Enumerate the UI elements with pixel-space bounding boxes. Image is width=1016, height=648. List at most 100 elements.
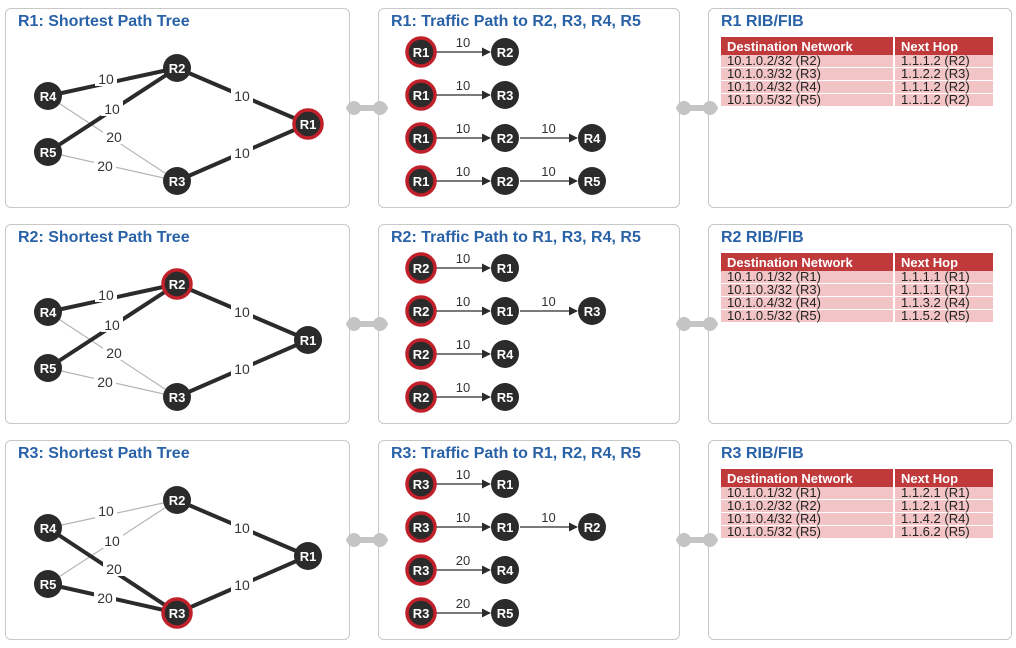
- svg-text:R2: R2: [413, 304, 430, 319]
- svg-text:R4: R4: [497, 347, 514, 362]
- router-node-r4: R4: [34, 82, 62, 110]
- destination-cell: 10.1.0.2/32 (R2): [721, 54, 895, 68]
- path-node-r3: R3: [405, 468, 437, 500]
- svg-text:R5: R5: [40, 145, 57, 160]
- path-node-r2: R2: [405, 252, 437, 284]
- traffic-path-title: R2: Traffic Path to R1, R3, R4, R5: [391, 229, 641, 246]
- svg-text:R4: R4: [497, 563, 514, 578]
- rib-fib-title: R2 RIB/FIB: [721, 229, 804, 246]
- table-row: 10.1.0.2/32 (R2)1.1.1.2 (R2): [721, 54, 993, 68]
- edge-weight-label: 20: [97, 590, 113, 606]
- next-hop-cell: 1.1.1.2 (R2): [895, 93, 993, 107]
- rib-fib-title: R1 RIB/FIB: [721, 13, 804, 30]
- svg-text:R2: R2: [497, 45, 514, 60]
- path-node-r2: R2: [405, 381, 437, 413]
- path-node-r3: R3: [405, 511, 437, 543]
- path-node-r1: R1: [405, 36, 437, 68]
- connector-paths-to-rib: [676, 101, 718, 115]
- edge-weight-label: 10: [234, 577, 250, 593]
- path-node-r1: R1: [491, 470, 519, 498]
- destination-cell: 10.1.0.1/32 (R1): [721, 270, 895, 284]
- next-hop-header: Next Hop: [895, 37, 993, 55]
- path-node-r3: R3: [491, 81, 519, 109]
- svg-text:R3: R3: [413, 606, 430, 621]
- edge-weight-label: 10: [234, 88, 250, 104]
- path-node-r1: R1: [491, 254, 519, 282]
- path-node-r5: R5: [491, 599, 519, 627]
- svg-text:R5: R5: [40, 361, 57, 376]
- svg-text:R5: R5: [40, 577, 57, 592]
- path-cost-label: 20: [456, 596, 470, 611]
- path-node-r3: R3: [405, 554, 437, 586]
- router-node-r3: R3: [163, 167, 191, 195]
- svg-text:R1: R1: [413, 88, 430, 103]
- path-node-r4: R4: [491, 340, 519, 368]
- next-hop-cell: 1.1.1.1 (R1): [895, 270, 993, 284]
- svg-text:R1: R1: [497, 477, 514, 492]
- router-node-r2: R2: [163, 486, 191, 514]
- destination-cell: 10.1.0.2/32 (R2): [721, 499, 895, 513]
- path-node-r1: R1: [405, 165, 437, 197]
- traffic-path-title: R3: Traffic Path to R1, R2, R4, R5: [391, 445, 641, 462]
- path-cost-label: 10: [541, 510, 555, 525]
- svg-text:R2: R2: [497, 131, 514, 146]
- table-row: 10.1.0.1/32 (R1)1.1.2.1 (R1): [721, 486, 993, 500]
- next-hop-cell: 1.1.2.2 (R3): [895, 67, 993, 81]
- router-node-r5: R5: [34, 354, 62, 382]
- svg-text:R4: R4: [40, 305, 57, 320]
- table-row: 10.1.0.3/32 (R3)1.1.1.1 (R1): [721, 283, 993, 297]
- svg-text:R5: R5: [497, 390, 514, 405]
- path-cost-label: 10: [456, 121, 470, 136]
- edge-weight-label: 20: [97, 374, 113, 390]
- traffic-path-title: R1: Traffic Path to R2, R3, R4, R5: [391, 13, 641, 30]
- router-node-r3: R3: [163, 383, 191, 411]
- next-hop-cell: 1.1.4.2 (R4): [895, 512, 993, 526]
- path-node-r3: R3: [578, 297, 606, 325]
- path-cost-label: 10: [456, 380, 470, 395]
- svg-text:R3: R3: [497, 88, 514, 103]
- path-cost-label: 10: [456, 467, 470, 482]
- destination-cell: 10.1.0.3/32 (R3): [721, 283, 895, 297]
- svg-text:R2: R2: [169, 61, 186, 76]
- table-row: 10.1.0.4/32 (R4)1.1.4.2 (R4): [721, 512, 993, 526]
- edge-weight-label: 10: [98, 287, 114, 303]
- destination-cell: 10.1.0.5/32 (R5): [721, 309, 895, 323]
- path-cost-label: 10: [541, 164, 555, 179]
- destination-cell: 10.1.0.4/32 (R4): [721, 512, 895, 526]
- svg-text:R1: R1: [300, 549, 317, 564]
- path-node-r4: R4: [578, 124, 606, 152]
- edge-weight-label: 20: [106, 129, 122, 145]
- connector-spt-to-paths: [346, 533, 388, 547]
- table-row: 10.1.0.4/32 (R4)1.1.3.2 (R4): [721, 296, 993, 310]
- table-row: 10.1.0.4/32 (R4)1.1.1.2 (R2): [721, 80, 993, 94]
- router-node-r1: R1: [294, 326, 322, 354]
- path-node-r2: R2: [491, 167, 519, 195]
- spt-title: R3: Shortest Path Tree: [18, 445, 190, 462]
- path-cost-label: 10: [456, 510, 470, 525]
- path-node-r2: R2: [405, 338, 437, 370]
- router-node-r2: R2: [161, 268, 193, 300]
- path-node-r2: R2: [405, 295, 437, 327]
- path-node-r2: R2: [578, 513, 606, 541]
- connector-paths-to-rib: [676, 317, 718, 331]
- path-node-r1: R1: [405, 79, 437, 111]
- table-row: 10.1.0.3/32 (R3)1.1.2.2 (R3): [721, 67, 993, 81]
- path-cost-label: 10: [456, 78, 470, 93]
- rib-fib-title: R3 RIB/FIB: [721, 445, 804, 462]
- svg-text:R1: R1: [300, 333, 317, 348]
- svg-text:R3: R3: [413, 520, 430, 535]
- table-row: 10.1.0.5/32 (R5)1.1.1.2 (R2): [721, 93, 993, 107]
- router-node-r4: R4: [34, 514, 62, 542]
- svg-text:R1: R1: [497, 304, 514, 319]
- path-node-r4: R4: [491, 556, 519, 584]
